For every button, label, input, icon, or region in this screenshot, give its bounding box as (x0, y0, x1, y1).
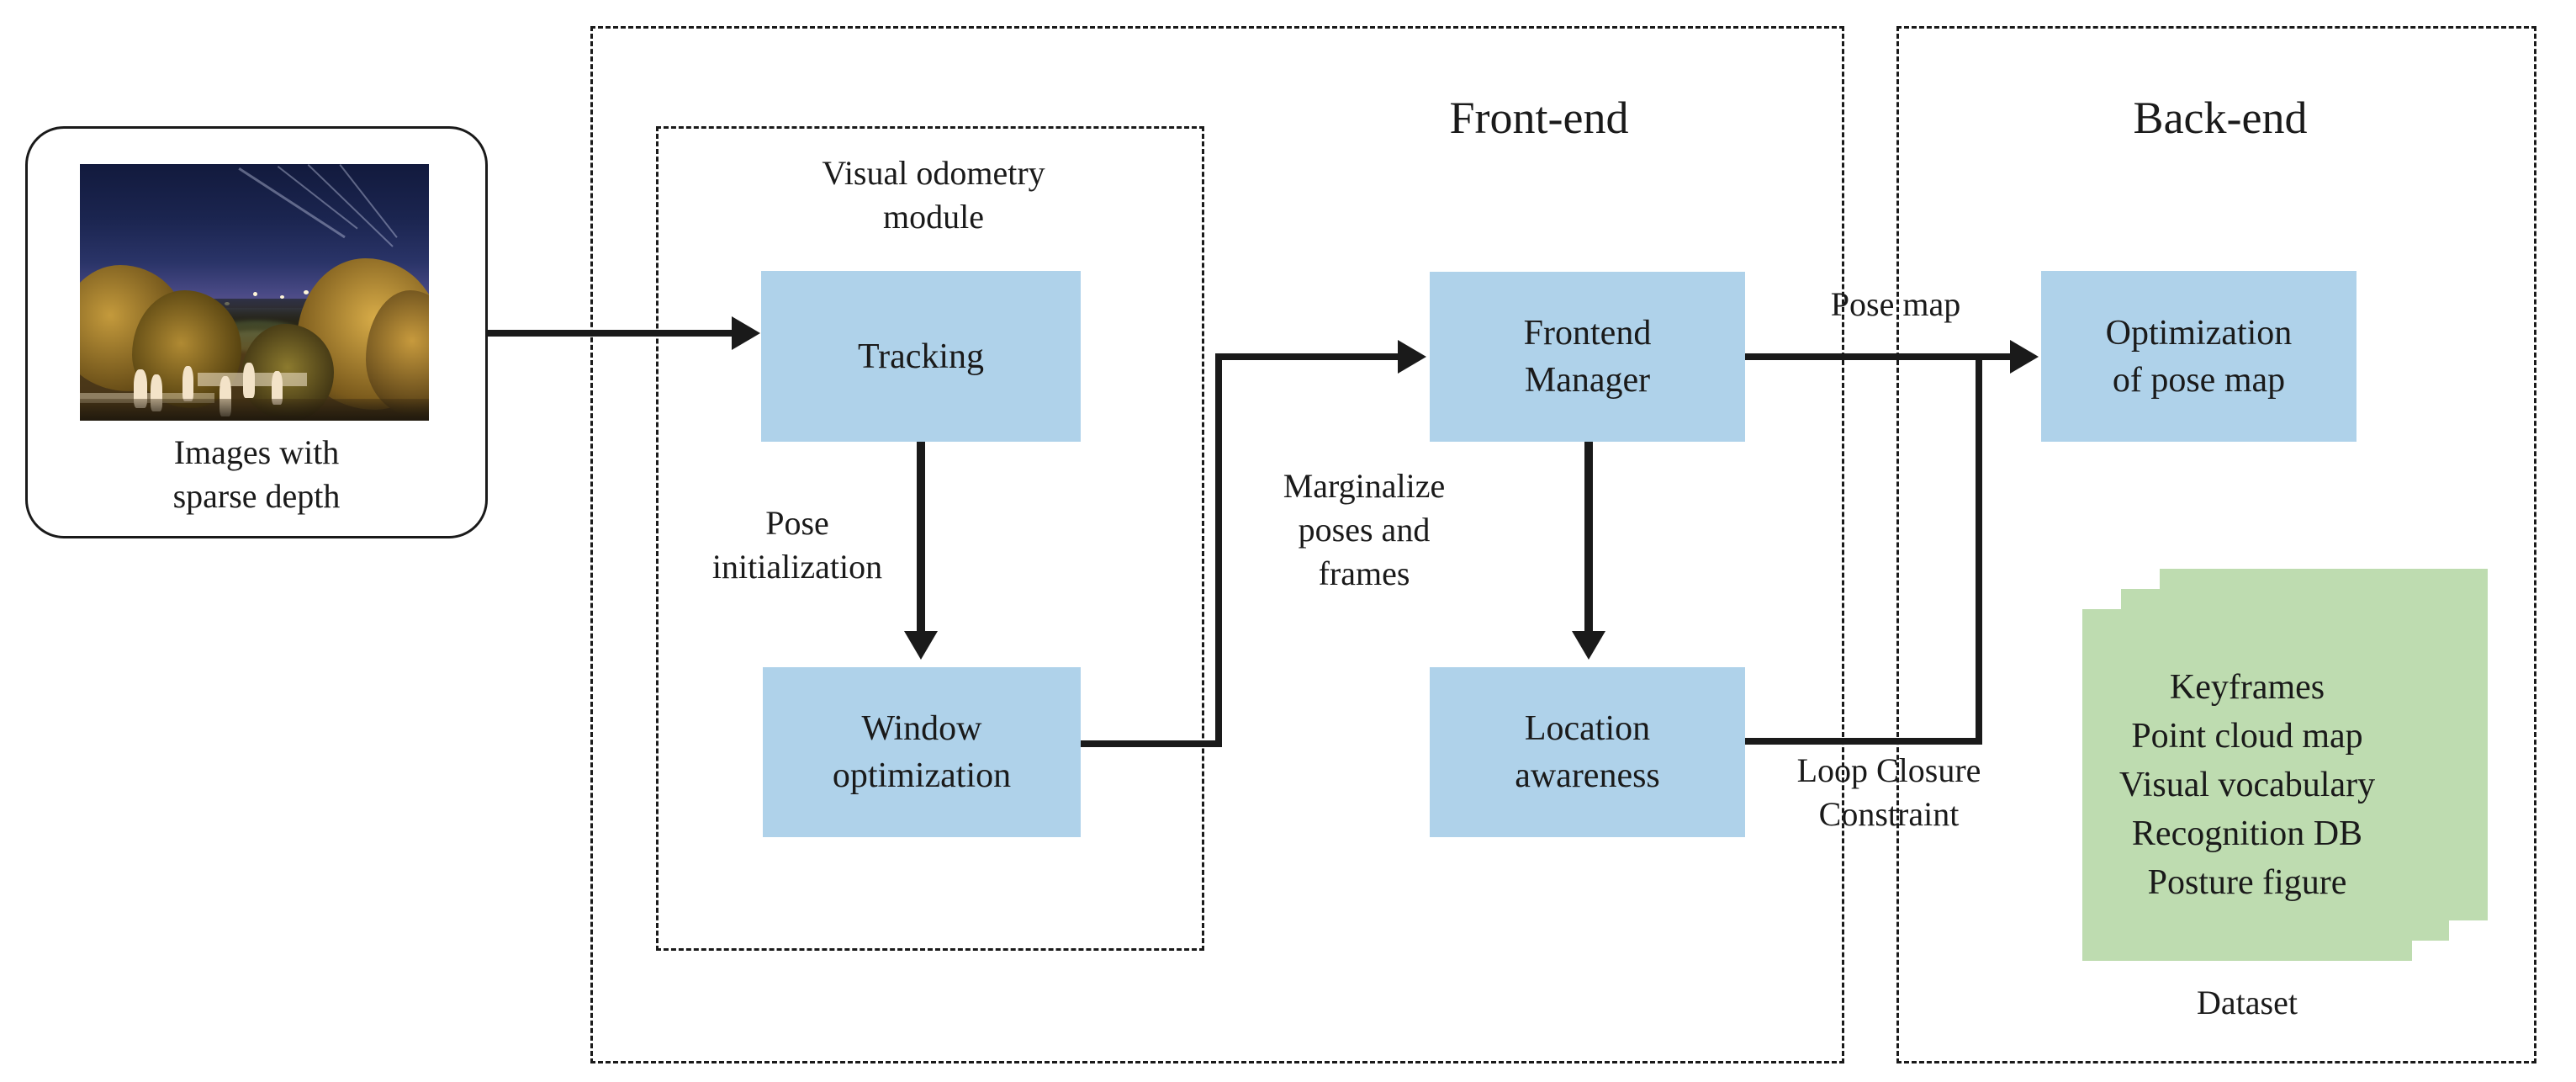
connector-input-to-tracking (488, 330, 733, 337)
frontend-container (590, 26, 1844, 1063)
dataset-item: Posture figure (2147, 863, 2347, 902)
dataset-item: Point cloud map (2131, 717, 2363, 756)
loop-closure-constraint-label: Loop Closure Constraint (1754, 749, 2023, 836)
dataset-sheet-front: Keyframes Point cloud map Visual vocabul… (2082, 609, 2412, 961)
pose-initialization-line-2: initialization (711, 548, 883, 586)
loop-closure-line-2: Constraint (1818, 795, 1960, 833)
marginalize-line-3: frames (1318, 554, 1410, 592)
arrowhead-into-frontend-manager (1398, 340, 1426, 374)
connector-into-frontend-manager (1215, 353, 1404, 360)
pose-initialization-label: Pose initialization (696, 501, 898, 589)
connector-frontend-manager-to-location-awareness (1584, 442, 1593, 634)
optimization-of-pose-map-box[interactable]: Optimization of pose map (2041, 271, 2356, 442)
optimization-pose-map-line-1: Optimization (2105, 313, 2293, 353)
pose-map-label: Pose map (1830, 285, 1961, 323)
connector-loop-closure-vertical (1976, 353, 1982, 741)
night-landscape-photo (80, 164, 429, 421)
input-caption-line-1: Images with (173, 433, 340, 471)
window-optimization-line-2: optimization (832, 756, 1012, 795)
pose-initialization-line-1: Pose (765, 504, 829, 542)
marginalize-label: Marginalize poses and frames (1238, 464, 1490, 596)
location-awareness-line-1: Location (1524, 709, 1651, 748)
arrowhead-into-optimization-of-pose-map (2010, 340, 2039, 374)
frontend-title: Front-end (1449, 93, 1629, 143)
connector-tracking-to-window-optimization (917, 442, 925, 634)
vo-label-line-1: Visual odometry (822, 154, 1045, 192)
window-optimization-box[interactable]: Window optimization (763, 667, 1081, 837)
backend-title: Back-end (2133, 93, 2308, 143)
arrowhead-into-window-optimization (904, 631, 938, 660)
backend-container (1896, 26, 2536, 1063)
window-optimization-line-1: Window (861, 709, 982, 748)
connector-loop-closure-horizontal (1745, 738, 1982, 745)
tracking-box-label: Tracking (857, 337, 985, 376)
dataset-label: Dataset (2197, 984, 2298, 1021)
arrowhead-into-location-awareness (1572, 631, 1605, 660)
input-caption-line-2: sparse depth (172, 477, 341, 515)
frontend-manager-line-2: Manager (1524, 361, 1651, 400)
optimization-pose-map-line-2: of pose map (2112, 360, 2286, 400)
location-awareness-line-2: awareness (1515, 756, 1660, 795)
dataset-item: Recognition DB (2131, 814, 2363, 853)
marginalize-line-2: poses and (1298, 511, 1431, 549)
connector-marginalize-vertical (1215, 353, 1222, 747)
arrowhead-into-tracking (732, 316, 760, 350)
dataset-item: Visual vocabulary (2118, 766, 2376, 804)
connector-pose-map (1745, 353, 2014, 360)
visual-odometry-module-label: Visual odometry module (698, 151, 1169, 239)
input-card-caption: Images with sparse depth (50, 431, 463, 518)
frontend-manager-line-1: Frontend (1523, 314, 1652, 353)
frontend-manager-box[interactable]: Frontend Manager (1430, 272, 1745, 442)
loop-closure-line-1: Loop Closure (1796, 751, 1981, 789)
dataset-item-list: Keyframes Point cloud map Visual vocabul… (2119, 663, 2375, 907)
marginalize-line-1: Marginalize (1283, 467, 1446, 505)
vo-label-line-2: module (883, 198, 984, 236)
visual-odometry-module-container (656, 126, 1204, 951)
connector-window-optimization-right (1081, 740, 1222, 747)
tracking-box[interactable]: Tracking (761, 271, 1081, 442)
dataset-item: Keyframes (2169, 668, 2325, 707)
location-awareness-box[interactable]: Location awareness (1430, 667, 1745, 837)
